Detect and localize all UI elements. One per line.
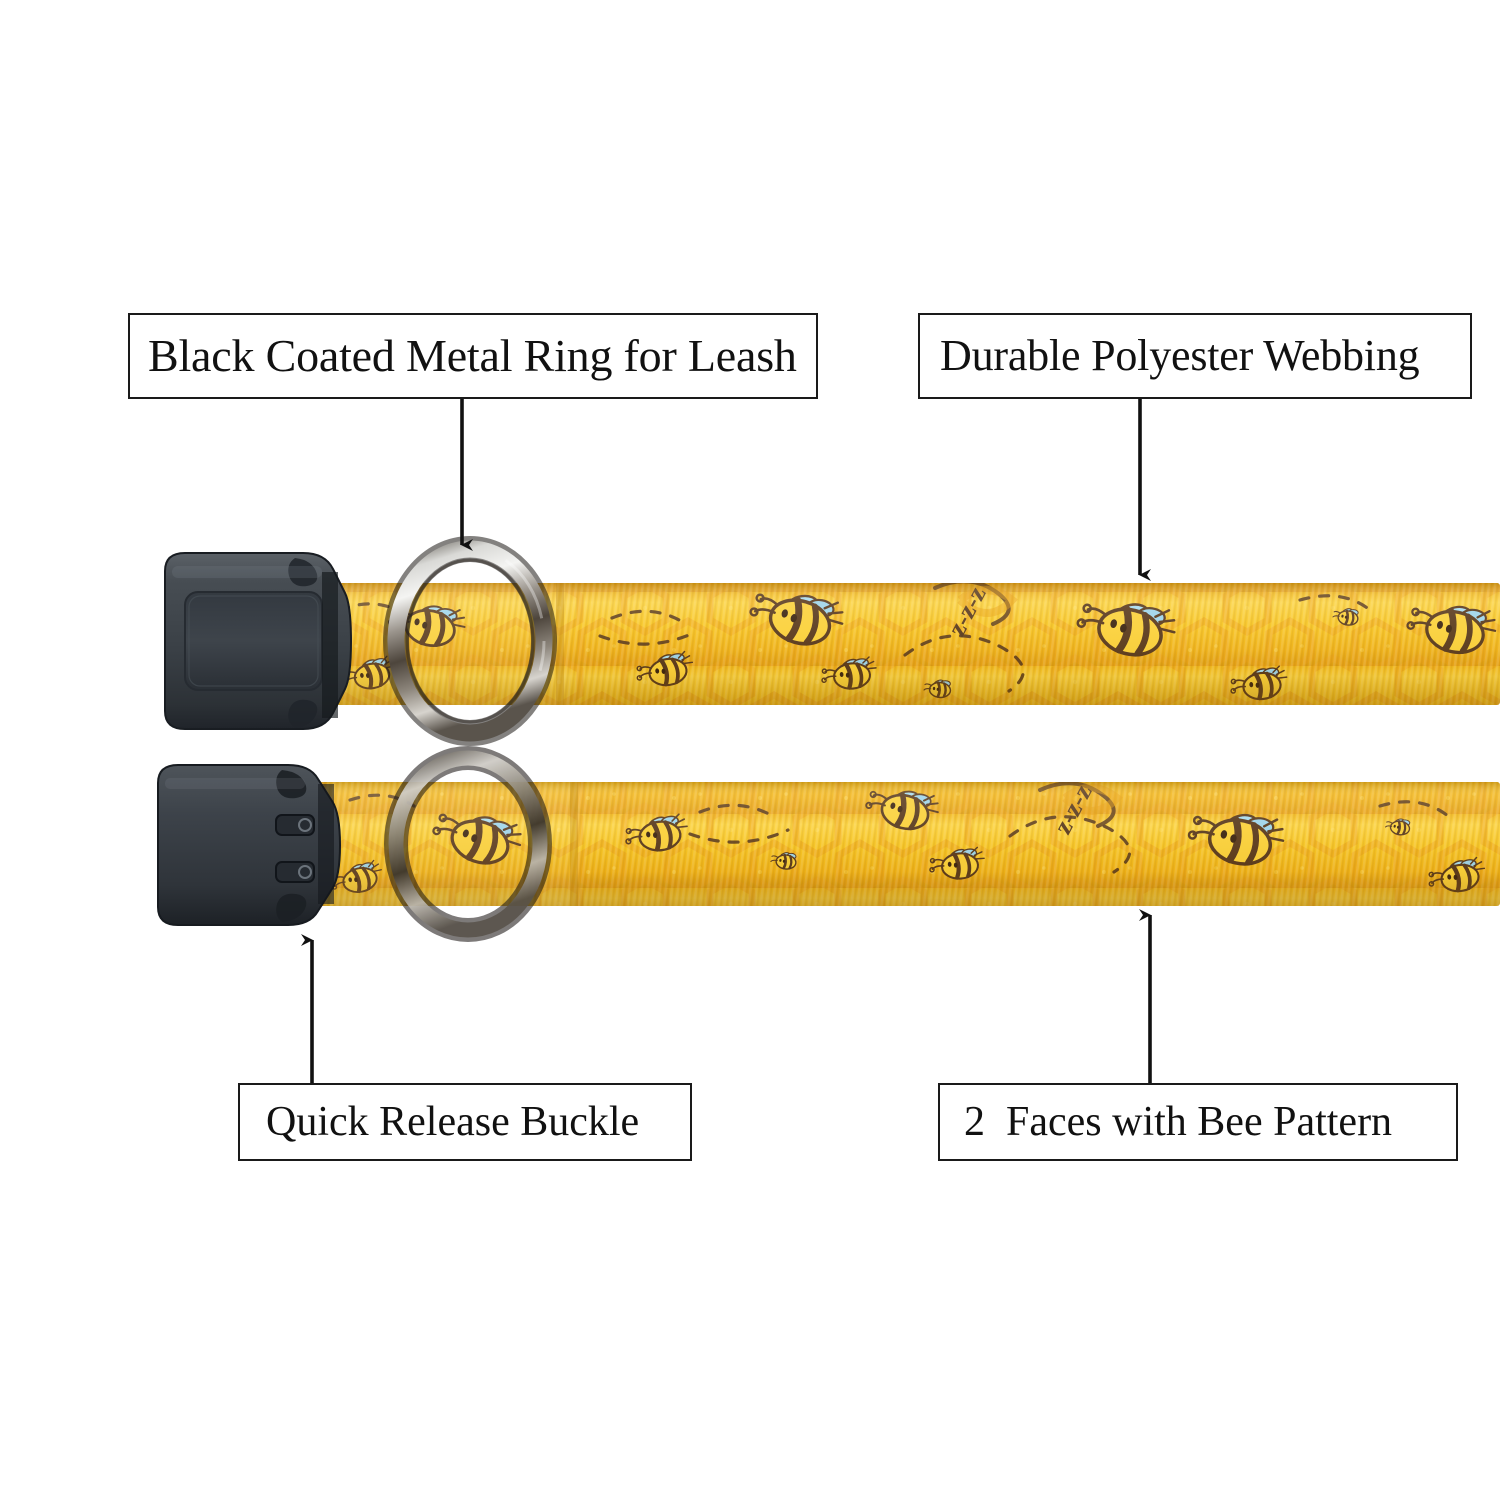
release-tab[interactable] — [275, 814, 315, 836]
lower-d-ring — [384, 746, 552, 942]
upper-collar: z-z-z — [164, 536, 1500, 746]
callout-webbing: Durable Polyester Webbing — [918, 313, 1472, 399]
upper-buckle — [164, 552, 353, 730]
lower-collar: z-z-z — [157, 746, 1500, 942]
callout-webbing-label: Durable Polyester Webbing — [940, 331, 1420, 380]
upper-strap: z-z-z — [300, 583, 1500, 705]
callout-buckle-label: Quick Release Buckle — [266, 1099, 640, 1145]
callout-metal-ring-label: Black Coated Metal Ring for Leash — [148, 330, 797, 381]
release-tab[interactable] — [275, 861, 315, 883]
lower-buckle — [157, 764, 342, 926]
callout-bee-pattern: 2 Faces with Bee Pattern — [938, 1083, 1458, 1161]
callout-buckle: Quick Release Buckle — [238, 1083, 692, 1161]
callout-metal-ring: Black Coated Metal Ring for Leash — [128, 313, 818, 399]
callout-bee-pattern-label: 2 Faces with Bee Pattern — [964, 1099, 1393, 1145]
